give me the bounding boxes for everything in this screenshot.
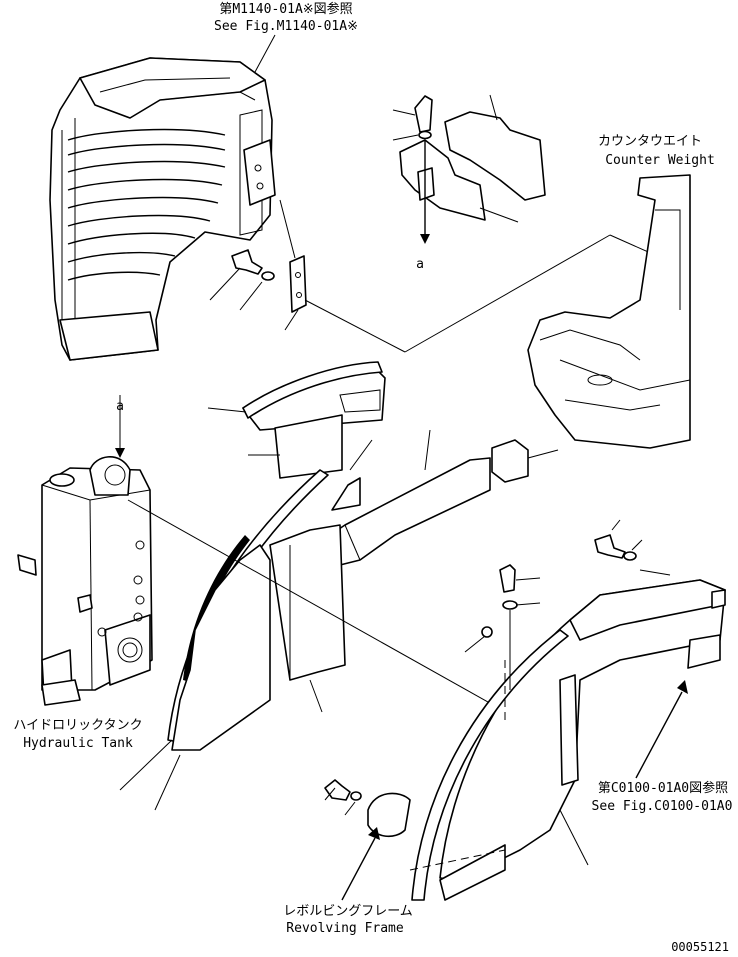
- revolving-frame-part: [324, 779, 411, 901]
- small-block: [491, 439, 529, 483]
- revolving-frame-label: レボルビングフレーム Revolving Frame: [283, 904, 413, 936]
- center-panel: [274, 414, 343, 479]
- hydraulic-tank: [17, 456, 153, 706]
- svg-text:レボルビングフレーム: レボルビングフレーム: [283, 904, 413, 919]
- reference-label-right: 第C0100-01A0図参照 See Fig.C0100-01A0: [592, 780, 733, 814]
- detail-a-left: a: [116, 399, 124, 414]
- reference-label-top: 第M1140-01A※図参照 See Fig.M1140-01A※: [214, 1, 358, 34]
- hydraulic-tank-label: ハイドロリックタンク Hydraulic Tank: [13, 718, 142, 751]
- svg-text:Revolving Frame: Revolving Frame: [286, 921, 404, 936]
- vertical-panel: [269, 524, 346, 681]
- drawing-number: 00055121: [671, 940, 729, 954]
- svg-text:カウンタウエイト: カウンタウエイト: [598, 134, 702, 149]
- grille-cover-assembly: [49, 57, 276, 361]
- svg-text:See Fig.C0100-01A0: See Fig.C0100-01A0: [592, 799, 733, 814]
- grille-slats: [67, 128, 226, 281]
- side-cover-right: [411, 579, 726, 901]
- svg-text:第M1140-01A※図参照: 第M1140-01A※図参照: [219, 1, 352, 17]
- upper-arc-strip: [242, 361, 386, 431]
- svg-text:ハイドロリックタンク: ハイドロリックタンク: [13, 718, 142, 733]
- svg-text:See Fig.M1140-01A※: See Fig.M1140-01A※: [214, 19, 358, 34]
- corner-piece: [331, 477, 361, 511]
- counter-weight: [527, 174, 691, 449]
- top-bracket-assembly: [392, 94, 546, 244]
- bolts-right: [464, 519, 643, 690]
- bolt-left: [209, 249, 275, 311]
- detail-a-top: a: [416, 257, 424, 272]
- arc-panel-left: [171, 544, 271, 751]
- side-bracket: [279, 199, 307, 331]
- long-block: [329, 457, 491, 566]
- counter-weight-label: カウンタウエイト Counter Weight: [598, 134, 715, 168]
- svg-text:第C0100-01A0図参照: 第C0100-01A0図参照: [598, 780, 728, 796]
- svg-text:Counter Weight: Counter Weight: [605, 153, 715, 168]
- svg-text:Hydraulic Tank: Hydraulic Tank: [23, 736, 133, 751]
